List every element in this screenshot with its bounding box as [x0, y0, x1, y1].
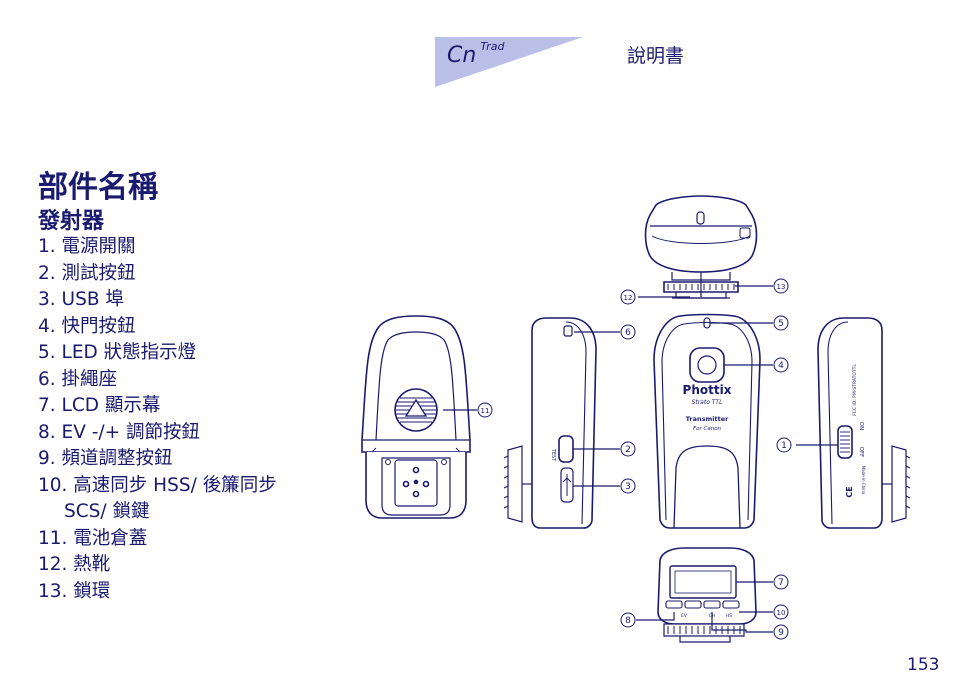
test-label: TEST: [550, 448, 556, 462]
left-side-view: TEST: [503, 317, 597, 529]
language-tab-shape: [435, 37, 583, 87]
off-label: OFF: [858, 447, 864, 458]
callout-4: 4: [773, 357, 789, 373]
power-switch: [837, 425, 853, 459]
ce-mark: CE: [845, 486, 854, 497]
svg-text:12: 12: [624, 294, 633, 302]
page-number: 153: [907, 655, 940, 675]
hs-label: HS: [726, 613, 732, 619]
made-label: Made in China: [861, 466, 866, 495]
callout-6: 6: [620, 324, 636, 340]
callout-8: 8: [620, 612, 636, 628]
callout-5: 5: [773, 315, 789, 331]
part-item: 11. 電池倉蓋: [38, 527, 148, 549]
manual-title: 說明書: [627, 45, 685, 67]
right-side-view: FCC ID: PM-STRATOTTL ON OFF CE Made in C…: [817, 317, 911, 529]
callout-13: 13: [773, 278, 789, 294]
callout-3: 3: [620, 478, 636, 494]
usb-port: [560, 467, 574, 503]
svg-text:9: 9: [778, 628, 784, 638]
hss-button: [722, 600, 740, 609]
ev-plus-button: [684, 600, 702, 609]
language-variant: Trad: [480, 40, 505, 53]
svg-text:1: 1: [781, 441, 787, 451]
svg-text:7: 7: [778, 578, 784, 588]
svg-text:13: 13: [777, 283, 786, 291]
callout-9: 9: [773, 624, 789, 640]
callout-10: 10: [773, 604, 789, 620]
language-code: Cn: [447, 43, 477, 68]
part-item: 6. 掛繩座: [38, 368, 118, 390]
part-item: 12. 熱靴: [38, 554, 111, 575]
part-item: 9. 頻道調整按鈕: [38, 448, 173, 469]
fcc-label: FCC ID: PM-STRATOTTL: [852, 364, 858, 416]
channel-button: [703, 600, 721, 609]
leader-lines: [443, 272, 838, 633]
callout-7: 7: [773, 574, 789, 590]
part-item: 2. 測試按鈕: [38, 262, 136, 284]
svg-text:4: 4: [778, 361, 784, 371]
part-item: 1. 電源開關: [38, 236, 136, 257]
callout-2: 2: [620, 441, 636, 457]
bottom-view: EV CH HS: [657, 547, 757, 643]
parts-list: 1. 電源開關 2. 測試按鈕 3. USB 埠 4. 快門按鈕 5. LED …: [38, 234, 277, 605]
top-view: [644, 195, 758, 299]
ev-label: EV: [681, 613, 688, 619]
callout-11: 11: [477, 402, 493, 418]
part-item: 13. 鎖環: [38, 580, 111, 602]
ev-minus-button: [665, 600, 683, 609]
svg-text:3: 3: [625, 482, 631, 492]
part-item: 8. EV -/+ 調節按鈕: [38, 421, 201, 443]
compat-text: For Canon: [693, 426, 722, 432]
svg-text:11: 11: [481, 407, 490, 415]
back-view: [361, 315, 471, 519]
model-text: Strato TTL: [692, 399, 723, 406]
svg-text:10: 10: [777, 609, 786, 617]
part-item: 4. 快門按鈕: [38, 315, 136, 337]
part-item: 5. LED 狀態指示燈: [38, 342, 197, 363]
battery-cover: [394, 388, 438, 432]
svg-text:8: 8: [625, 616, 631, 626]
front-view: Phottix Strato TTL Transmitter For Canon: [653, 313, 761, 529]
on-label: ON: [858, 422, 864, 430]
brand-logo: Phottix: [683, 383, 732, 397]
part-item: 7. LCD 顯示幕: [38, 395, 161, 416]
svg-text:6: 6: [625, 328, 631, 338]
sub-title: 發射器: [38, 209, 105, 234]
svg-text:5: 5: [778, 319, 784, 329]
callout-1: 1: [776, 437, 792, 453]
callout-12: 12: [620, 289, 636, 305]
part-item: 3. USB 埠: [38, 289, 124, 310]
svg-text:2: 2: [625, 445, 631, 455]
device-type-text: Transmitter: [686, 415, 729, 423]
section-title: 部件名稱: [38, 170, 158, 205]
